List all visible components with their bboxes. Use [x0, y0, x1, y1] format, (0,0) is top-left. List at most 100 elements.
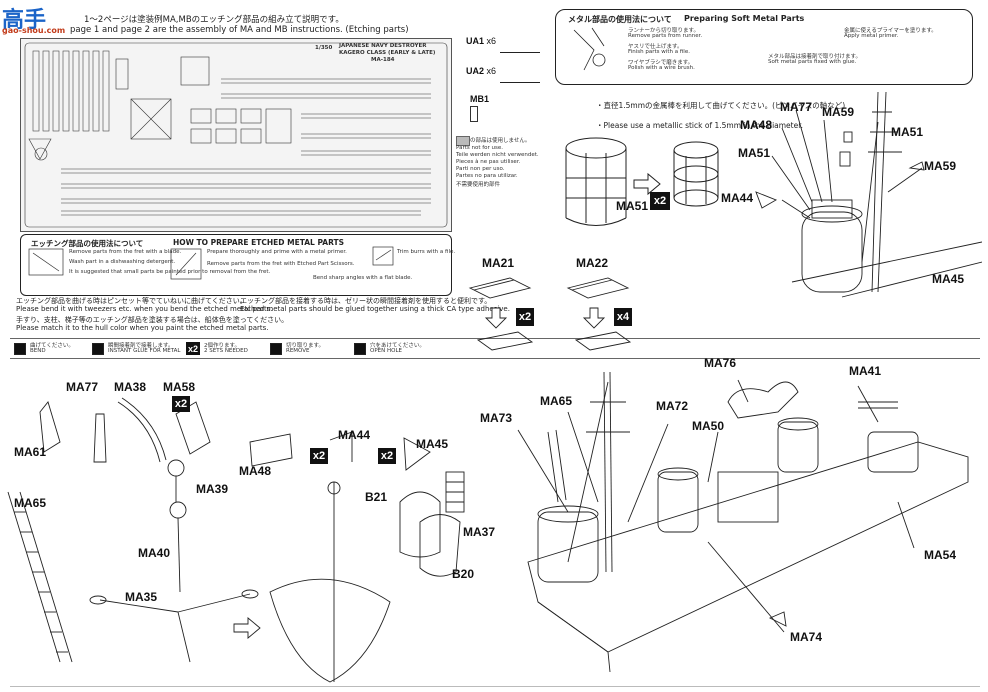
- etching-note: Trim burrs with a file.: [397, 249, 456, 255]
- watermark-logo: 高手 gao-shou.com: [2, 2, 72, 36]
- legend-sets-en: 2 SETS NEEDED: [204, 348, 248, 354]
- ship-label-ma72: MA72: [656, 399, 689, 413]
- ship-label-ma76: MA76: [704, 356, 737, 370]
- rod-ua1: [500, 52, 540, 53]
- legend-glue-en: INSTANT GLUE FOR METAL: [108, 348, 181, 354]
- rod-ua2-name: UA2: [466, 66, 485, 76]
- lower-label-ma38: MA38: [114, 380, 147, 394]
- rod-mb1: [470, 106, 478, 122]
- fret-scale: 1/350: [315, 45, 333, 51]
- ma21-ma22-drawing: [468, 277, 632, 351]
- mast-note-jp: ・直径1.5mmの金属棒を利用して曲げてください。(ピンバイスの軸など): [596, 101, 846, 110]
- ma21-qty-badge: x2: [516, 308, 534, 326]
- bullet-1-jp: エッチング部品を曲げる時はピンセット等でていねいに曲げてください。: [16, 297, 247, 305]
- etching-guide-illustrations: [28, 246, 394, 280]
- bend-icon: [14, 343, 26, 355]
- bridge-label-ma59b: MA59: [924, 159, 957, 173]
- unused-line: Parti non per uso.: [456, 166, 505, 172]
- ma58-qty-badge: x2: [172, 396, 190, 412]
- mast-note-en: ・Please use a metallic stick of 1.5mm in…: [596, 121, 804, 130]
- watermark-brand: 高手: [2, 8, 47, 33]
- legend-remove-en: REMOVE: [286, 348, 310, 354]
- soft-metal-note: Soft metal parts fixed with glue.: [768, 59, 857, 65]
- legend-hole-jp: 穴をあけてください。: [370, 343, 425, 349]
- soft-metal-note: メタル部品は接着剤で取り付けます。: [768, 54, 861, 60]
- legend-remove-jp: 切り取ります。: [286, 343, 324, 349]
- legend-sets-jp: 2個作ります。: [204, 343, 240, 349]
- lower-label-ma39: MA39: [196, 482, 229, 496]
- bullet-3-en: Please match it to the hull color when y…: [16, 324, 269, 332]
- rod-ua1-name: UA1: [466, 36, 485, 46]
- lower-label-ma77: MA77: [66, 380, 99, 394]
- soft-metal-note: Remove parts from runner.: [628, 33, 703, 39]
- legend-bend-jp: 曲げてください。: [30, 343, 74, 349]
- ship-label-ma74: MA74: [790, 630, 823, 644]
- soft-metal-note: Finish parts with a file.: [628, 49, 690, 55]
- lower-left-parts-drawing: [7, 397, 465, 683]
- ma22-label: MA22: [576, 256, 609, 270]
- soft-metal-title-en: Preparing Soft Metal Parts: [684, 14, 805, 23]
- bridge-label-ma51b: MA51: [738, 146, 771, 160]
- unused-line: Pieces à ne pas utiliser.: [456, 159, 521, 165]
- etching-note: Prepare thoroughly and prime with a meta…: [207, 249, 347, 255]
- lower-label-ma37: MA37: [463, 525, 496, 539]
- fret-drawing: [24, 42, 448, 228]
- drill-icon: [354, 343, 366, 355]
- legend-hole-en: OPEN HOLE: [370, 348, 402, 354]
- lower-label-ma48: MA48: [239, 464, 272, 478]
- legend-bend-en: BEND: [30, 348, 46, 354]
- rod-ua1-qty: x6: [486, 36, 497, 46]
- lower-label-ma61: MA61: [14, 445, 47, 459]
- etching-title-jp: エッチング部品の使用法について: [31, 239, 144, 248]
- lower-label-ma35: MA35: [125, 590, 158, 604]
- lower-label-b21: B21: [365, 490, 388, 504]
- rod-ua2-qty: x6: [486, 66, 497, 76]
- intro-jp: 1～2ページは塗装例MA,MBのエッチング部品の組み立て説明です。: [84, 15, 344, 25]
- unused-line: Partes no para utilizar.: [456, 173, 518, 179]
- bullet-2-en: Etched metal parts should be glued toget…: [240, 305, 510, 313]
- bullet-3-jp: 手すり、支柱、梯子等のエッチング部品を塗装する場合は、船体色を塗ってください。: [16, 316, 289, 324]
- etched-fret-sheet: JAPANESE NAVY DESTROYER KAGERO CLASS (EA…: [20, 38, 452, 232]
- glue-icon: [92, 343, 104, 355]
- ma44-qty-badge: x2: [310, 448, 328, 464]
- bullet-1-en: Please bend it with tweezers etc. when y…: [16, 305, 273, 313]
- etching-note: Bend sharp angles with a flat blade.: [313, 275, 413, 281]
- bridge-label-ma48: MA48: [740, 118, 773, 132]
- unused-jp: の部品は使用しません。: [470, 138, 531, 144]
- ma51-tube-drawing: [565, 137, 719, 226]
- etching-note: Remove parts from the fret with a blade.: [69, 249, 182, 255]
- soft-metal-panel: メタル部品の使用法について Preparing Soft Metal Parts…: [555, 9, 973, 85]
- fret-code: MA-184: [371, 57, 395, 63]
- ma22-qty-badge: x4: [614, 308, 632, 326]
- etching-note: It is suggested that small parts be pain…: [69, 269, 271, 275]
- ma51-qty-badge: x2: [650, 192, 670, 210]
- watermark-site: gao-shou.com: [2, 26, 66, 35]
- soft-metal-tools: [573, 27, 606, 71]
- bridge-label-ma59: MA59: [822, 105, 855, 119]
- unused-line: 不需要使用的部件: [456, 182, 501, 188]
- bridge-drawing: [755, 92, 982, 298]
- etching-note: Remove parts from the fret with Etched P…: [207, 261, 355, 267]
- ship-label-ma41: MA41: [849, 364, 882, 378]
- soft-metal-note: ワイヤブラシで磨きます。: [628, 60, 694, 66]
- ma45-qty-badge: x2: [378, 448, 396, 464]
- etching-title-en: HOW TO PREPARE ETCHED METAL PARTS: [173, 238, 345, 247]
- ship-assembly-drawing: [517, 371, 969, 673]
- ship-label-ma50: MA50: [692, 419, 725, 433]
- legend-bottom-rule: [10, 358, 980, 359]
- bridge-label-ma44: MA44: [721, 191, 754, 205]
- ship-label-ma54: MA54: [924, 548, 957, 562]
- etching-note: Wash part in a dishwashing detergent.: [69, 259, 176, 265]
- soft-metal-title-jp: メタル部品の使用法について: [568, 15, 672, 24]
- lower-label-ma65: MA65: [14, 496, 47, 510]
- ship-label-ma73: MA73: [480, 411, 513, 425]
- rod-ua1-label: UA1 x6: [466, 36, 496, 46]
- unused-line: Teile werden nicht verwendet.: [456, 152, 539, 158]
- legend-x2-badge: x2: [186, 342, 200, 355]
- rod-mb1-label: MB1: [470, 94, 490, 104]
- etching-guide-panel: エッチング部品の使用法について HOW TO PREPARE ETCHED ME…: [20, 234, 456, 296]
- soft-metal-note: Polish with a wire brush.: [628, 65, 695, 71]
- soft-metal-note: Apply metal primer.: [844, 33, 899, 39]
- page-bottom-rule: [10, 686, 980, 687]
- bridge-label-ma45: MA45: [932, 272, 965, 286]
